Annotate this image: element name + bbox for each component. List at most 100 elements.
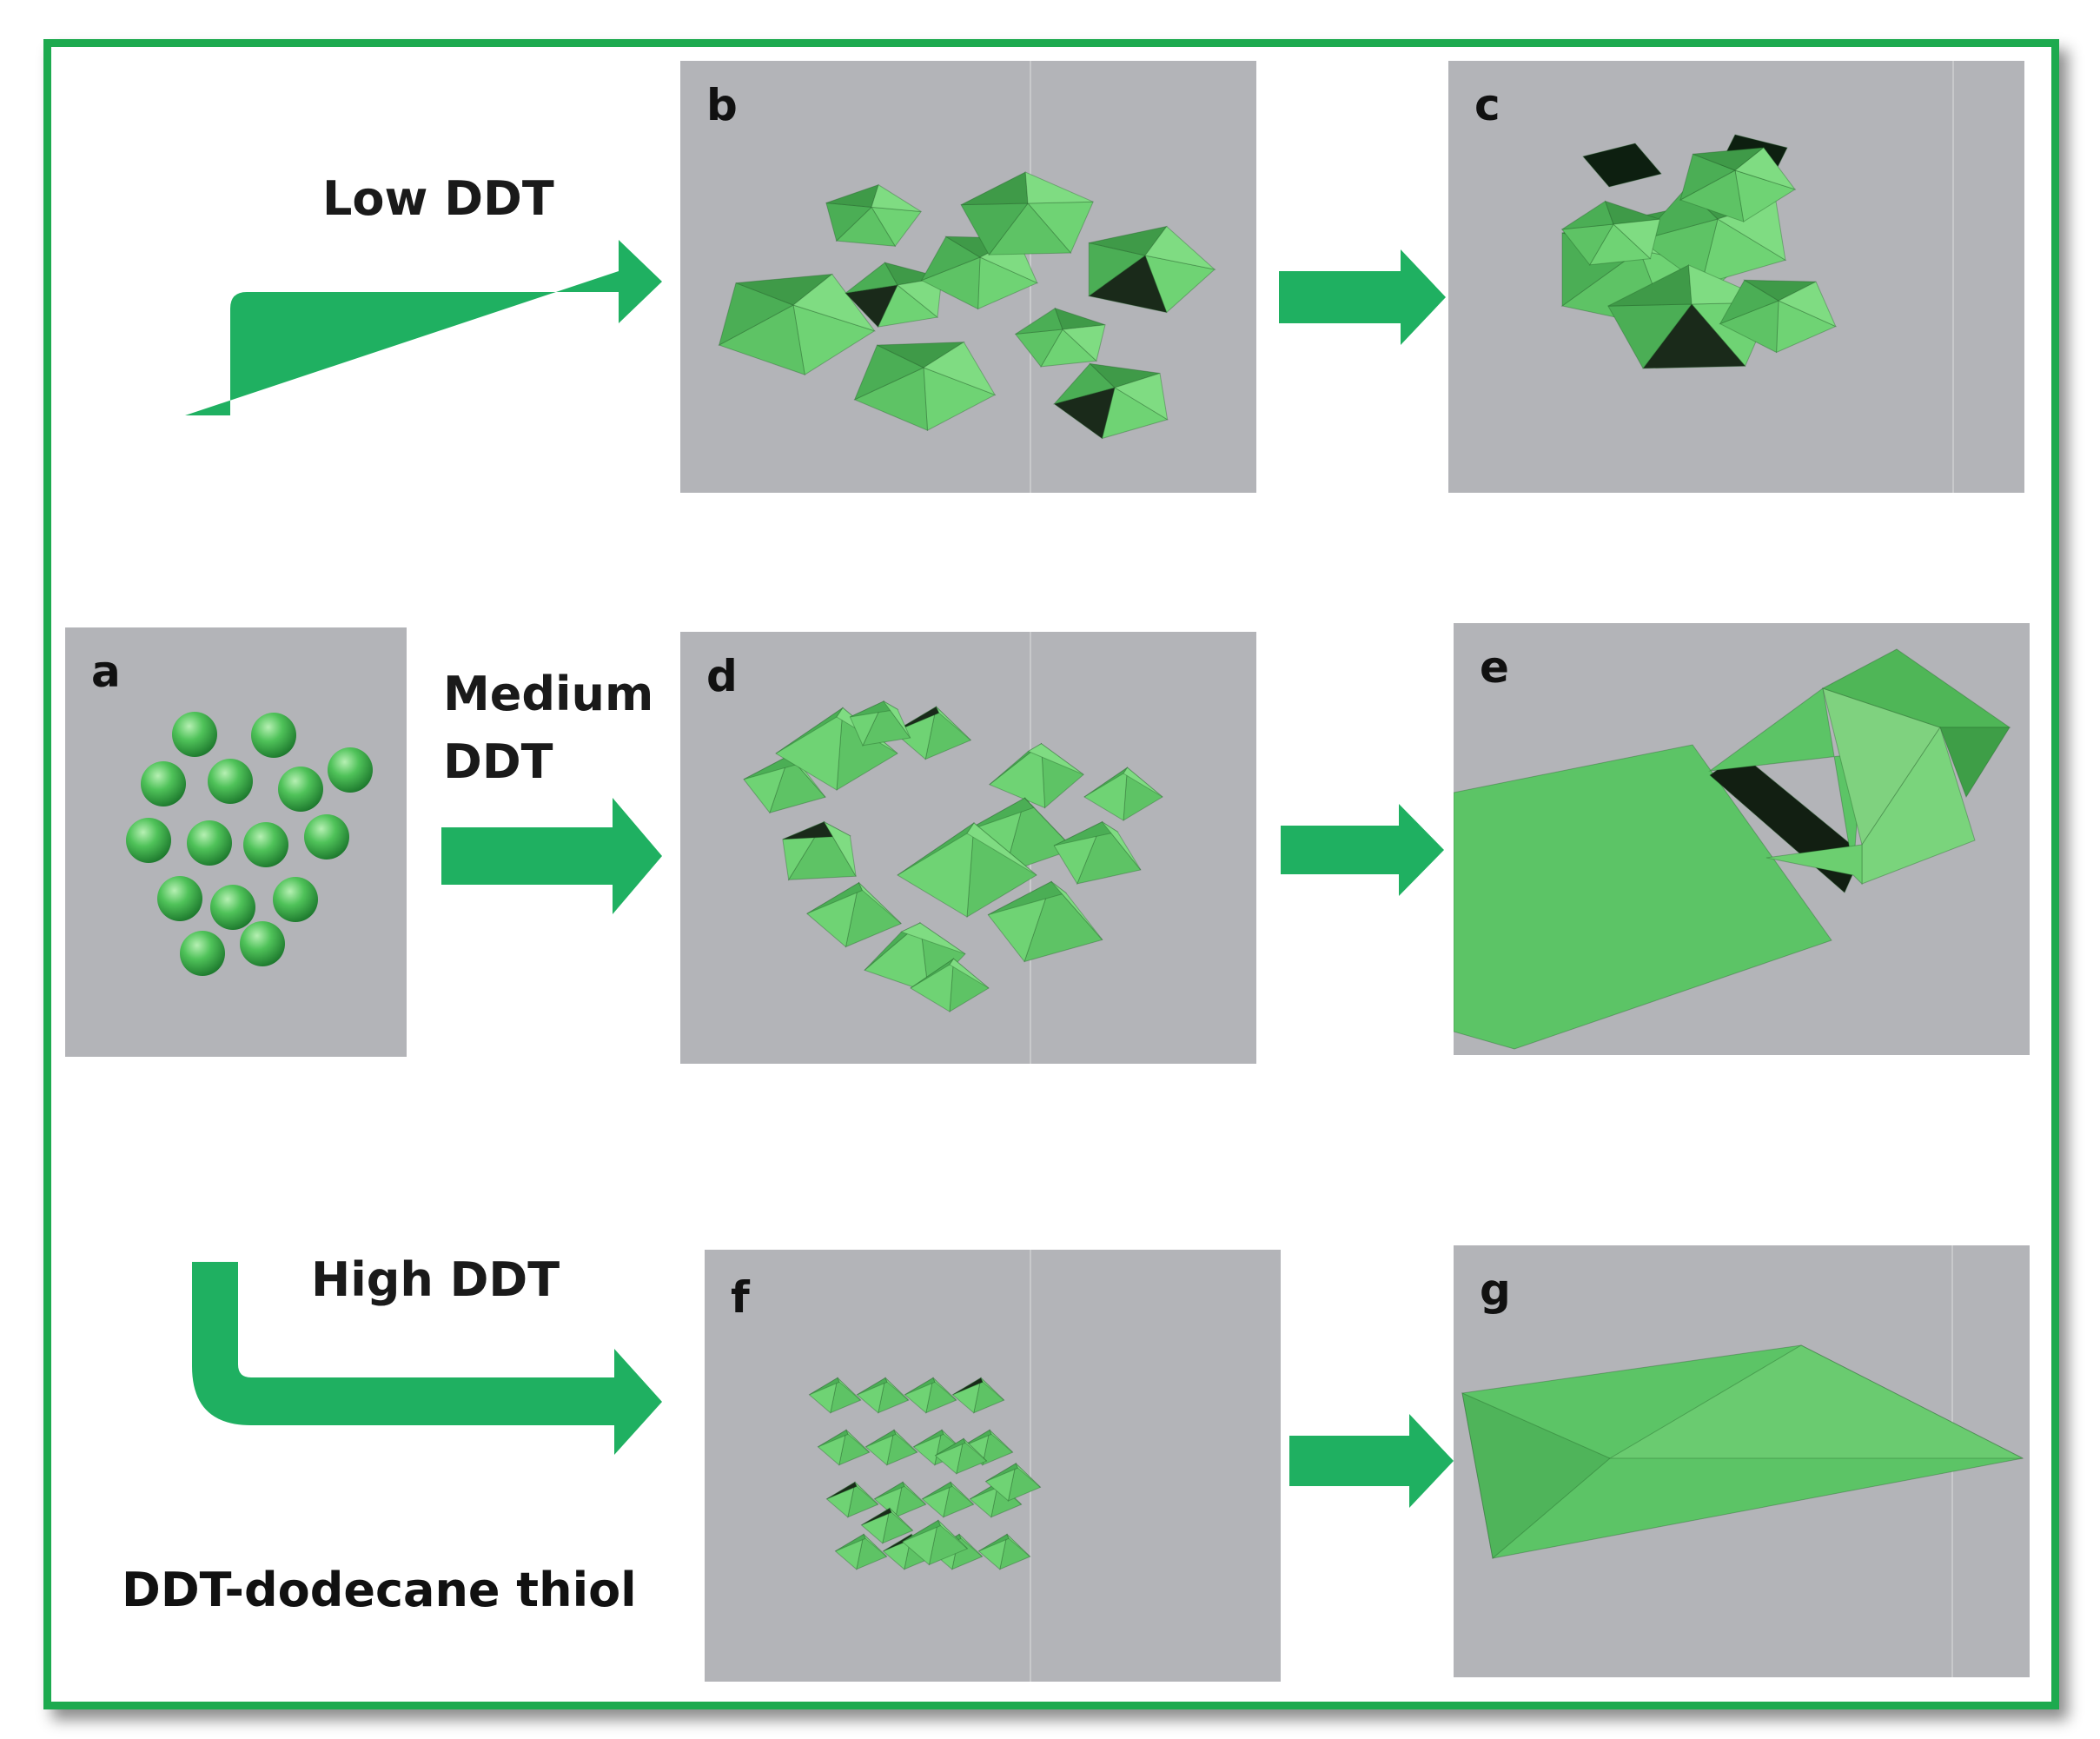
- pyramid-facet: [941, 1430, 965, 1453]
- fan-facet: [1719, 279, 1780, 325]
- pyramid-facet: [988, 742, 1046, 809]
- pyramid-facet: [808, 1377, 838, 1414]
- fan-facet: [825, 202, 873, 242]
- fan-facet: [1088, 242, 1147, 297]
- fan-facet: [1061, 324, 1106, 362]
- pyramid-facet: [743, 754, 790, 814]
- pyramid-facet: [912, 1429, 943, 1466]
- nanoparticle-sphere: [187, 820, 232, 866]
- pyramid-facet: [847, 1481, 879, 1518]
- pyramid-facet: [856, 1377, 886, 1414]
- pyramid-facet: [817, 1429, 847, 1466]
- pyramid-facet: [825, 1481, 856, 1518]
- pyramid-facet: [987, 880, 1052, 963]
- medium-ddt-line2: DDT: [443, 734, 553, 790]
- pyramid-facet: [895, 1481, 927, 1518]
- fan-facet: [896, 276, 943, 319]
- fan-facet: [871, 183, 922, 212]
- pyramid-facet: [966, 822, 1037, 876]
- fan-facet: [825, 183, 879, 208]
- pyramid-facet: [1024, 797, 1075, 850]
- panel-e: e: [1454, 623, 2030, 1055]
- nanoparticle-sphere: [273, 877, 318, 922]
- pyramid-facet: [858, 882, 902, 925]
- fan-facet: [922, 341, 997, 396]
- pyramid-facet: [834, 1533, 865, 1570]
- pyramid-facet: [936, 706, 971, 741]
- nanoparticle-sphere: [208, 759, 253, 804]
- fan-facet: [920, 236, 982, 282]
- nanoparticle-sphere: [240, 921, 285, 966]
- pyramids-scattered: [743, 700, 1163, 1012]
- pyramid-facet: [897, 822, 975, 918]
- pyramid-facet: [823, 820, 857, 877]
- nanoparticle-sphere: [251, 713, 296, 758]
- pyramid-facet: [863, 1534, 887, 1557]
- pyramid-facet: [864, 922, 921, 971]
- fan-facet: [960, 202, 1030, 256]
- panel-b-label: b: [706, 80, 738, 130]
- pyramid-facet: [1123, 767, 1163, 798]
- pyramid-facet: [854, 1482, 878, 1505]
- pyramid-facet: [904, 1377, 934, 1414]
- panel-g: g: [1454, 1245, 2030, 1677]
- nanoparticle-sphere: [304, 814, 349, 860]
- pyramid-facet: [860, 1507, 891, 1544]
- nanoparticle-sphere: [243, 822, 288, 867]
- nanoparticle-sphere: [180, 931, 225, 976]
- fan-facet: [845, 284, 898, 329]
- small-pyramids-array: [808, 1377, 1042, 1570]
- sheet-and-pyramid: [1454, 648, 2011, 1050]
- pyramid-facet: [882, 1507, 914, 1544]
- fan-facet: [1144, 225, 1216, 270]
- pyramid-facet: [980, 1377, 1004, 1401]
- dark-facet: [1582, 143, 1662, 188]
- assembled-cluster: [1560, 134, 1838, 369]
- pyramid-facet: [889, 1508, 913, 1531]
- panel-c-label: c: [1474, 80, 1500, 130]
- pyramid-facet: [1765, 844, 1863, 886]
- pyramid-facet: [856, 1533, 888, 1570]
- medium-ddt-line1: Medium: [443, 667, 654, 721]
- pyramid-facet: [900, 922, 966, 955]
- pyramid-facet: [950, 1482, 974, 1505]
- flat-sheet-edge: [1461, 1392, 1611, 1559]
- fan-facet: [1639, 218, 1719, 286]
- pyramid-facet: [883, 700, 911, 739]
- pyramid-facet: [884, 1377, 909, 1401]
- nanoparticle-sphere: [278, 767, 323, 812]
- panel-c: c: [1448, 61, 2024, 493]
- pyramid-facet: [893, 1430, 918, 1453]
- fan-facet: [1607, 303, 1693, 369]
- pyramid-facet: [865, 1429, 895, 1466]
- flat-sheet-facet: [1608, 1344, 2024, 1459]
- fan-facet: [1679, 153, 1737, 201]
- pyramid-facet: [958, 1534, 983, 1557]
- medium-ddt-label: Medium DDT: [443, 660, 653, 797]
- pyramid-facet: [864, 922, 930, 993]
- fan-facet: [1777, 281, 1837, 328]
- fan-facet: [853, 344, 925, 401]
- fan-facet: [1607, 264, 1693, 307]
- nanoparticle-sphere: [157, 876, 202, 921]
- fan-facet: [1700, 218, 1787, 285]
- fan-facet: [960, 171, 1029, 206]
- fan-facet: [1733, 147, 1797, 190]
- pyramid-facet: [921, 1481, 951, 1518]
- fan-facet: [877, 284, 939, 328]
- fan-facet: [735, 273, 834, 306]
- pyramid-facet: [1083, 767, 1129, 821]
- ddt-definition-note: DDT-dodecane thiol: [122, 1563, 637, 1617]
- fan-facet: [1024, 171, 1094, 204]
- panel-d: d: [680, 632, 1256, 1064]
- low-ddt-label: Low DDT: [322, 171, 554, 226]
- panel-a: a: [65, 627, 407, 1057]
- pyramid-facet: [1015, 1463, 1041, 1488]
- fan-facet: [1052, 362, 1116, 405]
- pyramid-facet: [1050, 881, 1103, 940]
- pyramid-facet: [837, 1377, 861, 1401]
- nanoparticle-sphere: [141, 761, 186, 806]
- truncated-pyramids-scattered: [718, 171, 1216, 440]
- pyramid-facet: [845, 1430, 870, 1453]
- panel-g-label: g: [1480, 1264, 1511, 1315]
